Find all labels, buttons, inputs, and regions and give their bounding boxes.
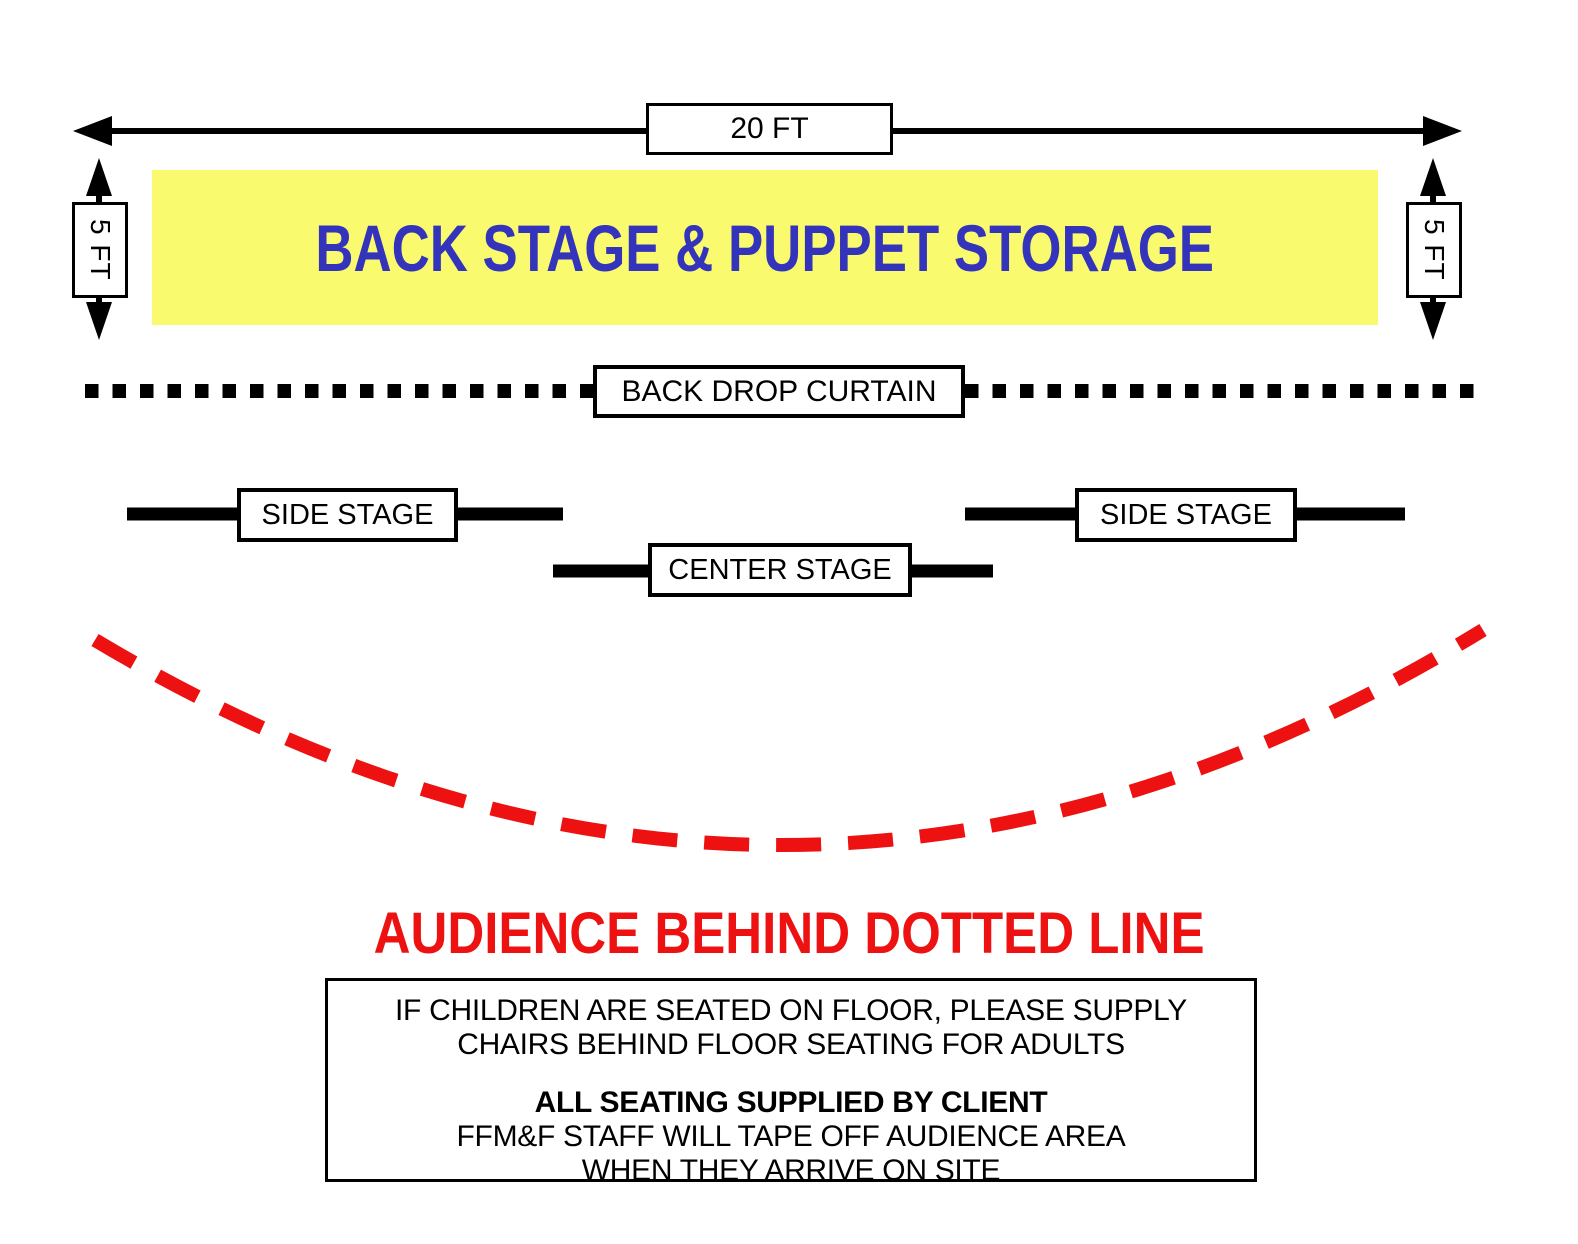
note-line: CHAIRS BEHIND FLOOR SEATING FOR ADULTS (457, 1028, 1125, 1061)
arrow-down-icon (86, 302, 112, 340)
width-dimension-value: 20 FT (730, 112, 809, 145)
note-group-seating: IF CHILDREN ARE SEATED ON FLOOR, PLEASE … (328, 994, 1254, 1062)
backdrop-curtain-text: BACK DROP CURTAIN (621, 374, 937, 408)
width-dimension-label: 20 FT (646, 103, 893, 155)
backdrop-curtain-label: BACK DROP CURTAIN (593, 365, 965, 418)
center-stage-label: CENTER STAGE (648, 543, 912, 597)
center-stage-text: CENTER STAGE (668, 553, 892, 586)
note-group-supply: ALL SEATING SUPPLIED BY CLIENT FFM&F STA… (328, 1086, 1254, 1188)
audience-boundary-arc (91, 624, 1487, 852)
audience-heading-text: AUDIENCE BEHIND DOTTED LINE (373, 900, 1205, 966)
backstage-area: BACK STAGE & PUPPET STORAGE (152, 170, 1378, 325)
arrow-up-icon (86, 158, 112, 196)
side-stage-text: SIDE STAGE (1100, 498, 1272, 531)
depth-dimension-value: 5 FT (1419, 219, 1450, 281)
note-line-bold: ALL SEATING SUPPLIED BY CLIENT (534, 1086, 1048, 1119)
audience-note-box: IF CHILDREN ARE SEATED ON FLOOR, PLEASE … (325, 978, 1257, 1187)
note-line: WHEN THEY ARRIVE ON SITE (581, 1154, 1001, 1187)
note-line: IF CHILDREN ARE SEATED ON FLOOR, PLEASE … (395, 994, 1187, 1027)
depth-dimension-label-left: 5 FT (72, 202, 128, 298)
arrow-right-icon (1423, 116, 1462, 146)
depth-dimension-value: 5 FT (85, 219, 116, 281)
side-stage-label-left: SIDE STAGE (237, 488, 458, 542)
side-stage-text: SIDE STAGE (261, 498, 434, 531)
depth-dimension-label-right: 5 FT (1406, 202, 1462, 298)
arrow-up-icon (1420, 158, 1446, 196)
note-line: FFM&F STAFF WILL TAPE OFF AUDIENCE AREA (456, 1120, 1126, 1153)
arrow-down-icon (1420, 302, 1446, 340)
arrow-left-icon (73, 116, 112, 146)
audience-heading: AUDIENCE BEHIND DOTTED LINE (0, 900, 1578, 966)
backstage-title: BACK STAGE & PUPPET STORAGE (315, 210, 1215, 285)
side-stage-label-right: SIDE STAGE (1075, 488, 1297, 542)
